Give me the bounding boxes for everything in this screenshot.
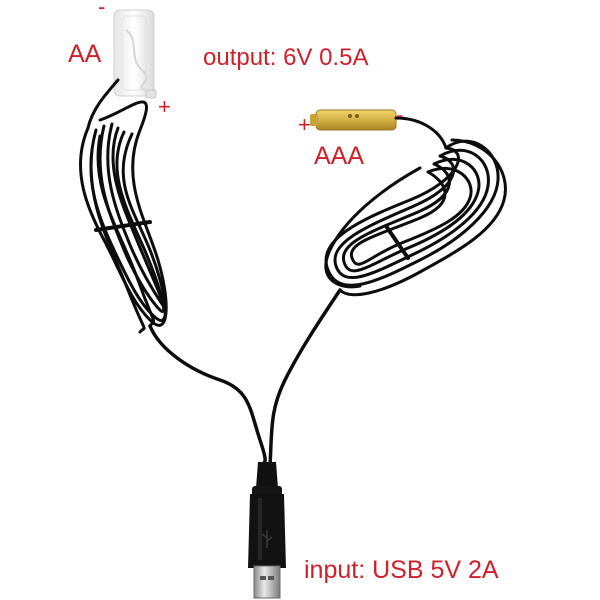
- aa-label: AA: [68, 40, 102, 68]
- aaa-negative-label: -: [396, 102, 404, 127]
- usb-cable: [79, 78, 507, 468]
- aa-positive-label: +: [158, 94, 171, 119]
- aaa-positive-label: +: [298, 112, 311, 137]
- aaa-dummy-battery: [310, 109, 397, 131]
- aaa-label: AAA: [314, 142, 365, 170]
- output-spec-label: output: 6V 0.5A: [203, 44, 369, 71]
- aa-negative-label: -: [98, 0, 106, 19]
- usb-plug: [248, 462, 286, 599]
- aa-dummy-battery: [113, 9, 157, 99]
- input-spec-label: input: USB 5V 2A: [304, 556, 499, 584]
